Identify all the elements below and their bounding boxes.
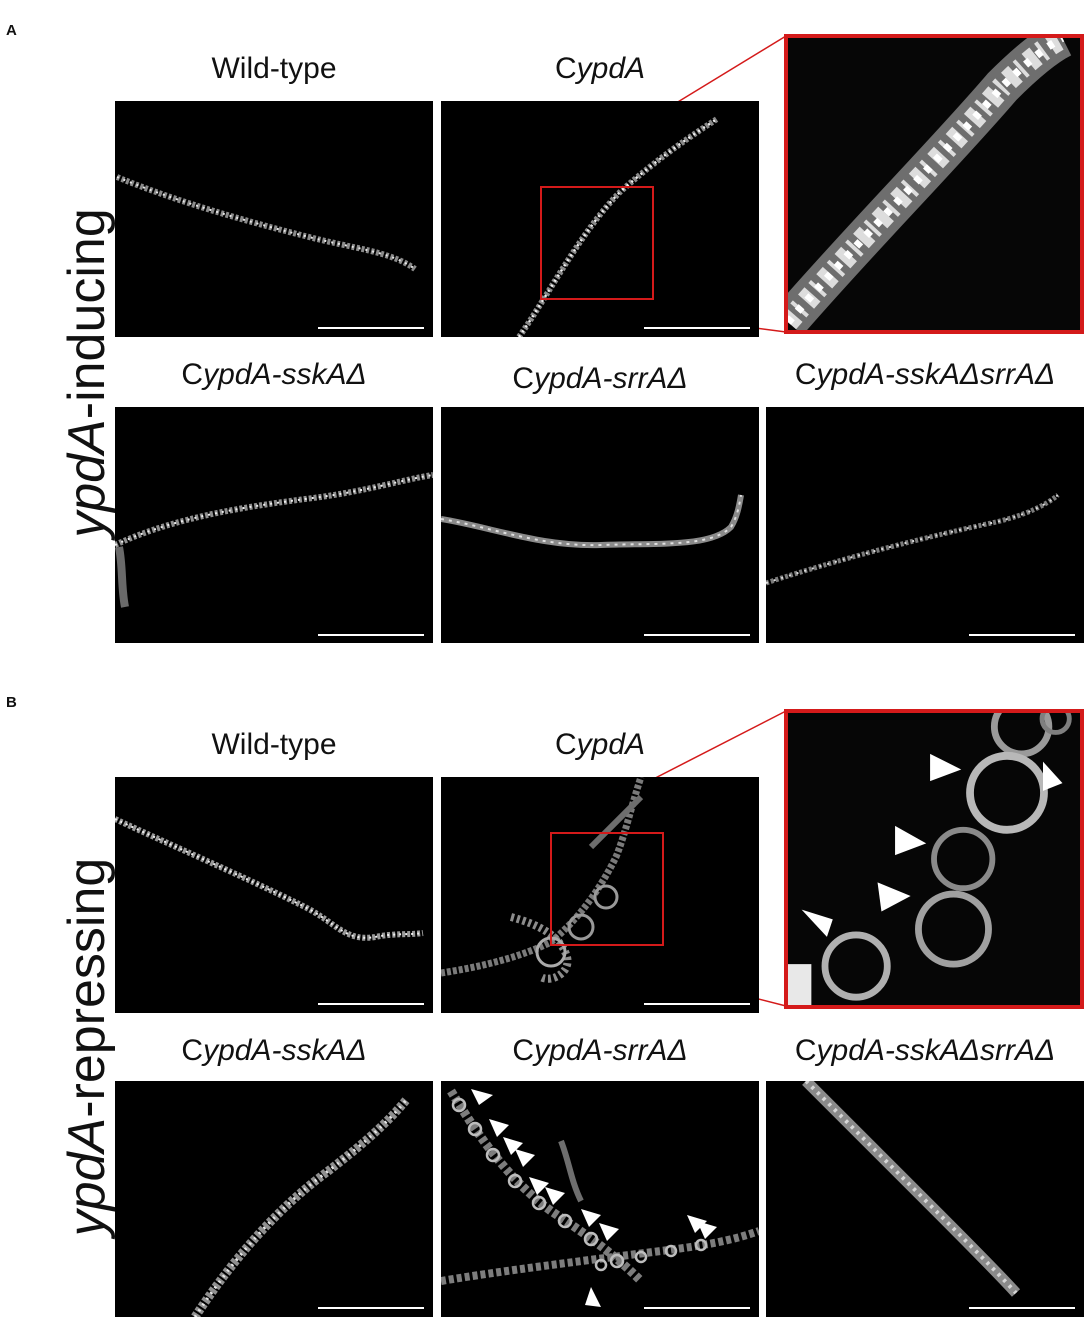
scale-bar xyxy=(969,1307,1075,1309)
scale-bar xyxy=(318,1307,424,1309)
row-label-b-rest: -repressing xyxy=(58,857,116,1118)
title-b-srra: CypdA-srrAΔ xyxy=(512,1034,688,1067)
title-b-sska: CypdA-sskAΔ xyxy=(181,1034,367,1067)
panel-letter-a: A xyxy=(6,22,17,39)
micrograph-a-srra xyxy=(441,407,759,643)
zoom-region-box xyxy=(550,832,664,946)
micrograph-b-cypda xyxy=(441,777,759,1013)
scale-bar xyxy=(969,634,1075,636)
micrograph-a-cypda xyxy=(441,101,759,337)
zoom-inset-a xyxy=(784,34,1084,334)
title-a-double: CypdA-sskAΔsrrAΔ xyxy=(794,358,1056,391)
title-b-wildtype: Wild-type xyxy=(211,728,337,761)
arrowhead-icon xyxy=(471,1089,717,1307)
scale-bar xyxy=(318,1003,424,1005)
title-a-sska: CypdA-sskAΔ xyxy=(181,358,367,391)
row-label-a: ypdA-inducing xyxy=(56,183,118,563)
zoom-inset-b xyxy=(784,709,1084,1009)
row-label-a-rest: -inducing xyxy=(58,208,116,420)
micrograph-a-double xyxy=(766,407,1084,643)
scale-bar xyxy=(644,327,750,329)
zoom-region-box xyxy=(540,186,654,300)
row-label-b: ypdA-repressing xyxy=(56,840,118,1254)
title-a-wildtype: Wild-type xyxy=(211,52,337,85)
micrograph-a-wildtype xyxy=(115,101,433,337)
micrograph-b-wildtype xyxy=(115,777,433,1013)
panel-letter-b: B xyxy=(6,694,17,711)
scale-bar xyxy=(644,634,750,636)
title-b-cypda: CypdA xyxy=(554,728,646,761)
title-a-cypda: CypdA xyxy=(554,52,646,85)
scale-bar xyxy=(644,1003,750,1005)
micrograph-a-sska xyxy=(115,407,433,643)
title-b-double: CypdA-sskAΔsrrAΔ xyxy=(794,1034,1056,1067)
arrowhead-icon xyxy=(801,753,1063,937)
title-a-srra: CypdA-srrAΔ xyxy=(512,362,688,395)
scale-bar xyxy=(318,634,424,636)
micrograph-b-srra xyxy=(441,1081,759,1317)
row-label-b-italic: ypdA xyxy=(58,1117,116,1237)
row-label-a-italic: ypdA xyxy=(58,419,116,538)
micrograph-b-double xyxy=(766,1081,1084,1317)
micrograph-b-sska xyxy=(115,1081,433,1317)
scale-bar xyxy=(644,1307,750,1309)
scale-bar xyxy=(318,327,424,329)
